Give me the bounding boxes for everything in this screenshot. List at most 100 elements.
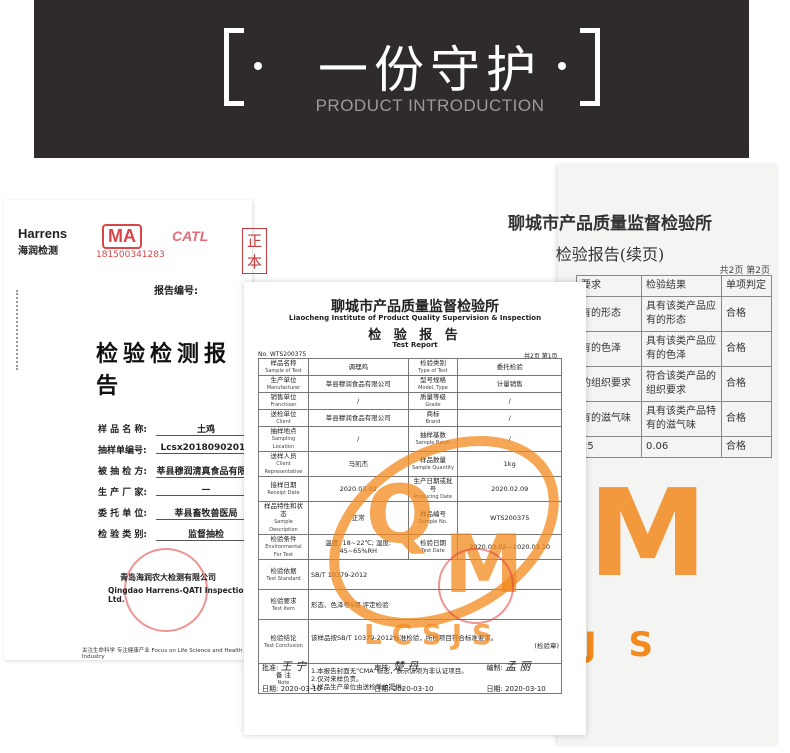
field-label: 生 产 厂 家:	[98, 488, 147, 498]
lab-seal	[124, 548, 208, 632]
items-value: 形态、色泽等5项 评定检验	[307, 589, 563, 620]
banner-subtitle: PRODUCT INTRODUCTION	[315, 96, 545, 115]
reviewer-label: 审核:	[374, 664, 391, 672]
field-value-cell: 1kg	[457, 451, 562, 477]
field-value: 监督抽检	[156, 527, 256, 541]
field-value-cell-text: 调理鸡	[348, 363, 368, 371]
binding-holes	[16, 290, 20, 370]
continuation-results-table: 要求 检验结果 单项判定 有的形态 具有该类产品应有的形态 合格 有的色泽 具有…	[576, 275, 772, 458]
field-label-cell-en: Environmental For Test	[265, 544, 302, 558]
cma-mark: MA	[102, 224, 142, 249]
field-value-cell-text: WTS200375	[490, 514, 530, 522]
table-header-row: 要求 检验结果 单项判定	[576, 275, 772, 297]
field-value-cell: WTS200375	[457, 501, 562, 535]
items-label: 检验要求	[270, 596, 297, 605]
field-label: 检 验 类 别:	[98, 530, 147, 540]
field-label-cell-text: 质量等级	[419, 393, 446, 401]
table-cell: 该样品按SB/T 10379-2012标准检验，所检项目符合标准要求。 (检验章)	[307, 619, 563, 664]
approver-label: 批准:	[262, 664, 279, 672]
field-value-cell: 2020.03.02	[307, 476, 409, 502]
field-label-cell-en: Franchiser	[270, 402, 297, 408]
field-label-cell-en: Sampling Location	[271, 436, 296, 450]
field-label-cell-text: 抽样地点	[270, 427, 297, 435]
field-label-cell-en: Client Representative	[264, 461, 303, 475]
standard-label-en: Test Standard	[266, 575, 301, 582]
table-row: 的组织要求 符合该类产品的组织要求 合格	[576, 366, 772, 402]
lab-name-en: Qingdao Harrens-QATI Inspection Ltd.	[108, 586, 249, 604]
conclusion-stamp-label: (检验章)	[534, 641, 559, 650]
table-cell: 具有该类产品应有的色泽	[641, 331, 722, 367]
field-value: 土鸡	[156, 422, 256, 436]
inspection-seal	[438, 548, 514, 624]
left-bracket	[224, 28, 244, 106]
editor-block: 编制: 孟 丽	[486, 658, 576, 674]
left-dot	[254, 62, 262, 70]
remark-item: 2.仅对来样负责。	[310, 674, 363, 683]
date-value: 2020-03-10	[392, 685, 434, 693]
report-title: 检 验 报 告	[368, 328, 462, 343]
field-value-cell: 委托检验	[457, 358, 562, 376]
field-label-cell-text: 商标	[426, 410, 440, 418]
field-value: Lcsx20180902014	[156, 443, 256, 454]
cover-title: 检验检测报告	[96, 341, 232, 399]
table-row: 有的形态 具有该类产品应有的形态 合格	[576, 296, 772, 332]
field-value-cell: /	[307, 392, 409, 410]
field-label-cell-en: Sample Batch	[415, 440, 451, 446]
field-value: 莘县穆润清真食品有限公	[156, 464, 256, 478]
field-label-cell-en: Model, Type	[418, 385, 448, 391]
field-value-cell: 调理鸡	[307, 358, 409, 376]
report-number-label: 报告编号:	[154, 286, 198, 297]
inspection-report-cover: Harrens 海润检测 MA 181500341283 CATL 正本 报告编…	[4, 200, 268, 660]
table-cell: 25	[576, 436, 642, 458]
field-label-cell-en: Sample Description	[269, 519, 298, 533]
continuation-page-number: 共2页 第2页	[719, 266, 770, 276]
field-label-cell-text: 样品名称	[270, 359, 297, 367]
field-label-cell-text: 生产单位	[270, 376, 297, 384]
field-value-cell-text: 莘县穆润食品有限公司	[325, 414, 391, 422]
table-cell: 合格	[721, 296, 772, 332]
field-value-cell-text: 正常	[351, 514, 365, 522]
table-cell: 有的形态	[576, 296, 642, 332]
original-copy-stamp: 正本	[242, 228, 268, 274]
field-value-cell: /	[457, 392, 562, 410]
field-row: 检 验 类 别: 监督抽检	[98, 527, 256, 548]
date-label: 日期:	[374, 685, 391, 693]
date-row: 日期: 2020-03-10 日期: 2020-03-10 日期: 2020-0…	[262, 684, 582, 694]
field-label-cell-text: 送检单位	[270, 410, 297, 418]
field-value-cell-text: /	[508, 435, 511, 443]
report-title-en: Test Report	[392, 341, 438, 349]
field-value-cell: 2020.02.09	[457, 476, 562, 502]
report-number: No. WTS200375	[258, 351, 307, 358]
field-value-cell-text: 温度: 18~22℃; 湿度: 45~65%RH	[325, 539, 392, 555]
field-label: 被 抽 检 方:	[98, 467, 147, 477]
date-label: 日期:	[486, 685, 503, 693]
standard-value: SB/T 10379-2012	[307, 559, 563, 590]
table-cell: 合格	[721, 366, 772, 402]
field-label-cell-en: Grade	[425, 402, 441, 408]
reviewer-signature: 楚 丹	[392, 660, 419, 673]
table-cell: 0.06	[641, 436, 722, 458]
reviewer-date: 日期: 2020-03-10	[374, 684, 484, 694]
conclusion-value: 该样品按SB/T 10379-2012标准检验，所检项目符合标准要求。	[310, 633, 498, 642]
table-row: 有的滋气味 具有该类产品特有的滋气味 合格	[576, 401, 772, 437]
report-page-number: 共2页 第1页	[524, 353, 558, 360]
